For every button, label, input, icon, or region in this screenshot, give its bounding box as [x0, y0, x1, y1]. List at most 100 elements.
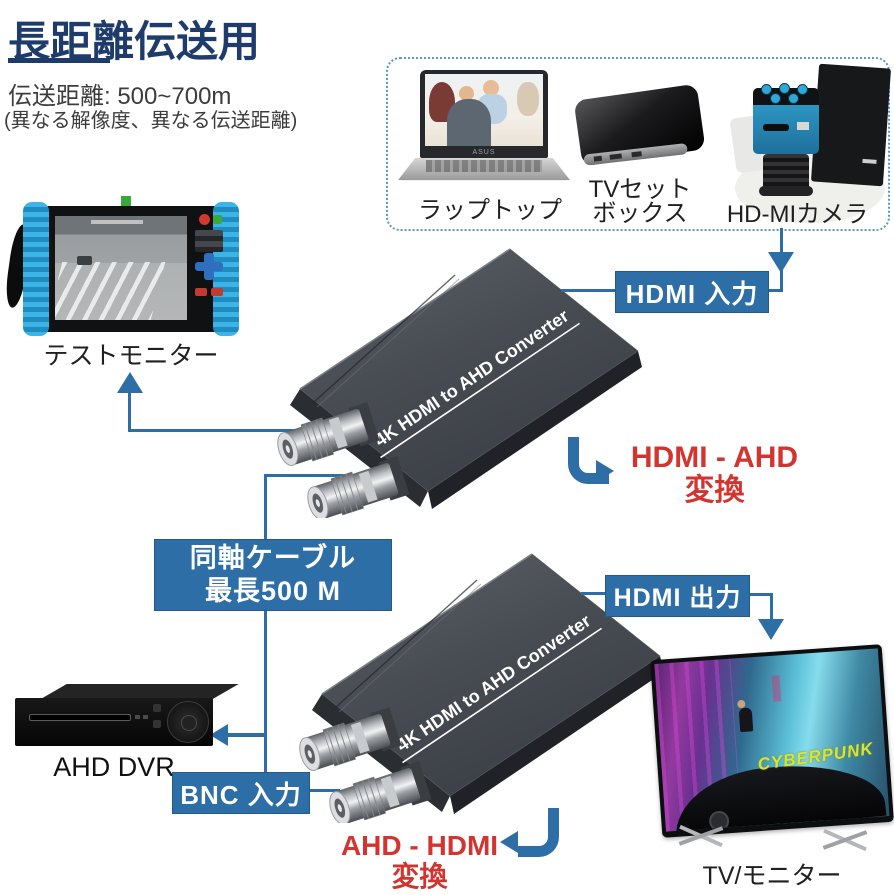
hdmi-output-label: HDMI 出力 — [605, 575, 750, 617]
dvr-image — [15, 682, 239, 750]
camera-lens-ring — [759, 186, 813, 196]
monitor-red-button-2 — [211, 288, 223, 296]
converter-2-seam — [334, 579, 478, 709]
test-monitor-label: テストモニター — [43, 342, 219, 370]
laptop-keyboard — [426, 160, 542, 172]
line-to-dvr — [228, 733, 266, 737]
tv-screen-tower — [771, 675, 782, 702]
dvr-control-center — [181, 715, 197, 731]
camera-knob-3 — [797, 84, 808, 95]
arrowhead-ahd-hdmi-icon — [500, 831, 518, 853]
laptop-photo-person-right — [517, 82, 539, 116]
camera-knob-1 — [761, 84, 772, 95]
monitor-top-connector — [121, 196, 131, 206]
converter-1-seam — [312, 274, 456, 404]
line-hdmi-out-elbow-v — [770, 593, 773, 621]
line-hdmi-in-to-converter1 — [561, 289, 615, 292]
line-converter1-bnc-h — [264, 474, 350, 477]
monitor-car — [77, 256, 92, 265]
monitor-screen — [55, 216, 187, 320]
tv-set-box-label-line2: ボックス — [592, 200, 688, 227]
tv-screen-figure — [738, 707, 753, 733]
converter-1-front-face — [428, 351, 642, 509]
hdmi-input-label: HDMI 入力 — [615, 271, 769, 313]
camera-knob-2 — [779, 83, 790, 94]
hdmi-camera-image — [705, 58, 892, 223]
dvr-control-pad — [167, 701, 209, 743]
laptop-photo-face-main — [459, 86, 474, 101]
monitor-red-button-1 — [195, 288, 207, 296]
transmission-note-text: (異なる解像度、異なる伝送距離) — [4, 110, 298, 132]
dvr-led-2 — [143, 715, 148, 719]
test-monitor-image — [3, 196, 239, 336]
monitor-button-grid — [195, 230, 223, 252]
converter-2-edge-highlight — [321, 553, 533, 695]
laptop-brand-text: ASUS — [472, 148, 496, 156]
tv-set-box-label-line1: TVセット — [588, 176, 692, 203]
conversion-ahd-hdmi-line2: 変換 — [391, 860, 448, 892]
dvr-label: AHD DVR — [53, 752, 175, 782]
monitor-screen-osd — [91, 220, 143, 224]
laptop-photo-shirt-main — [447, 99, 491, 146]
arrow-left-dvr-icon — [210, 724, 228, 746]
camera-lens-barrel — [763, 154, 809, 190]
tv-screen: CYBERPUNK — [654, 648, 890, 832]
conversion-note-ahd-hdmi: AHD - HDMI 変換 — [332, 830, 507, 893]
tv-label: TV/モニター — [702, 862, 842, 890]
source-devices-box — [386, 57, 890, 231]
arrow-down-hdmi-in-icon — [768, 252, 794, 273]
tv-set-box-port-1 — [593, 155, 603, 162]
camera-label-sticker — [797, 122, 809, 130]
hdmi-camera-label: HD-MIカメラ — [726, 201, 869, 228]
converter-2-title-underline — [402, 627, 602, 764]
camera-blue-cube — [753, 83, 819, 154]
converter-1-edge-highlight — [299, 248, 511, 390]
line-monitor-to-converter1 — [128, 429, 302, 432]
bnc-input-label: BNC 入力 — [172, 772, 310, 814]
converter-2-front-face — [450, 656, 664, 814]
conversion-ahd-hdmi-line1: AHD - HDMI — [340, 830, 499, 861]
conversion-hdmi-ahd-line2: 変換 — [684, 474, 745, 507]
converter-1-image: 4K HDMI to AHD Converter — [277, 248, 642, 518]
camera-knob-5 — [788, 93, 799, 104]
laptop-photo-face-back — [483, 80, 499, 96]
converter-2-seam-highlight — [338, 583, 482, 713]
line-hdmi-in-elbow-v — [780, 270, 783, 292]
laptop-base — [398, 158, 570, 181]
title-underline — [8, 58, 110, 63]
converter-1-title-underline — [380, 322, 580, 459]
dvr-button-1 — [153, 704, 161, 712]
converter-1-bnc-2 — [307, 456, 410, 518]
tv-screen-figure-head — [736, 699, 746, 709]
converter-2-bnc-1 — [299, 707, 402, 772]
laptop-image: ASUS — [398, 70, 570, 190]
camera-panel-port — [862, 158, 877, 164]
line-monitor-v — [128, 390, 131, 432]
curved-arrow-hdmi-ahd-icon — [568, 437, 609, 484]
curved-arrow-ahd-hdmi-icon — [518, 808, 559, 857]
monitor-dpad-vertical — [204, 253, 214, 280]
monitor-green-button — [213, 215, 222, 224]
coax-label-line1: 同軸ケーブル — [189, 543, 357, 573]
coax-label-line2: 最長500 M — [204, 576, 342, 606]
page-title: 長距離伝送用 — [8, 18, 261, 65]
monitor-power-button — [199, 214, 210, 225]
converter-2-bnc-2 — [329, 761, 432, 823]
camera-back-panel — [810, 63, 892, 187]
tv-image: CYBERPUNK — [650, 638, 894, 888]
line-hdmi-in-elbow-h — [766, 289, 783, 292]
transmission-distance-text: 伝送距離: 500~700m — [8, 83, 232, 110]
laptop-screen-bezel: ASUS — [420, 70, 548, 158]
converter-2-image: 4K HDMI to AHD Converter — [299, 553, 664, 823]
coax-cable-label: 同軸ケーブル 最長500 M — [154, 539, 392, 611]
line-coax-vertical — [264, 474, 267, 777]
camera-hdmi-slot — [763, 124, 789, 131]
laptop-label: ラップトップ — [418, 197, 562, 224]
dvr-button-2 — [153, 720, 161, 728]
monitor-crosswalk — [55, 261, 166, 320]
tv-set-box-port-2 — [609, 153, 622, 160]
tv-frame: CYBERPUNK — [650, 644, 894, 838]
dvr-disc-slot — [29, 714, 131, 721]
line-hdmi-out-elbow-h — [747, 593, 773, 596]
camera-knob-4 — [770, 93, 781, 104]
